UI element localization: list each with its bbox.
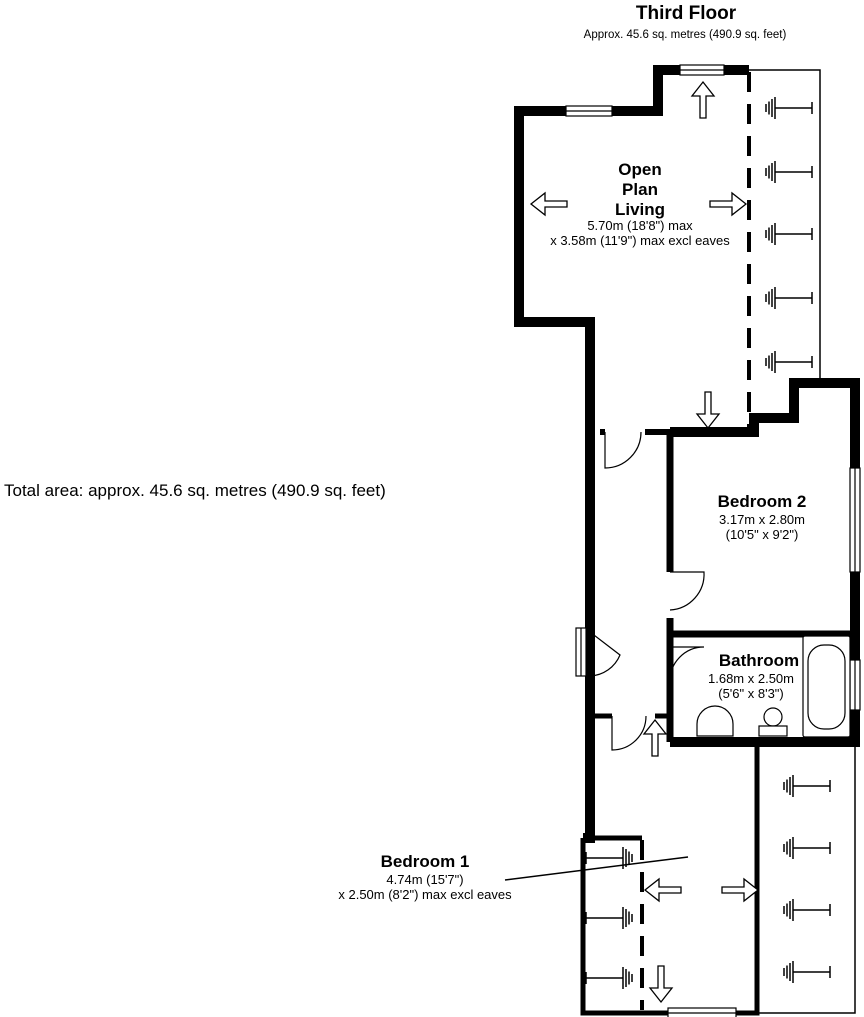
arrow-left-icon	[643, 877, 682, 903]
total-area: Total area: approx. 45.6 sq. metres (490…	[4, 481, 386, 500]
eaves-marker-icon	[765, 351, 813, 373]
living-name: Plan	[622, 180, 658, 199]
bedroom2-dimensions: (10'5" x 9'2")	[725, 527, 799, 542]
doors	[589, 431, 705, 751]
sink	[696, 705, 734, 737]
bedroom2-dimensions: 3.17m x 2.80m	[719, 512, 805, 527]
bedroom1-leader-line	[504, 856, 689, 881]
living-eaves-outline	[749, 69, 821, 383]
bedroom1-dimensions: 4.74m (15'7")	[386, 872, 464, 887]
eaves-dashed-lines	[640, 72, 759, 1010]
arrow-right-icon	[709, 191, 748, 217]
bathroom-name: Bathroom	[718, 651, 800, 670]
bathroom-dimensions: 1.68m x 2.50m	[708, 671, 794, 686]
arrows	[529, 80, 760, 1004]
bedroom1-name: Bedroom 1	[380, 852, 470, 871]
living-dimensions: 5.70m (18'8") max	[587, 218, 693, 233]
arrow-right-icon	[721, 877, 760, 903]
bedroom1-door	[611, 715, 647, 751]
arrow-up-icon	[690, 80, 716, 119]
toilet	[763, 707, 783, 727]
eaves-marker-icon	[783, 837, 831, 859]
arrow-up-icon	[642, 718, 668, 757]
bedroom2-door	[669, 571, 705, 611]
eaves-marker-icon	[585, 967, 633, 989]
arrow-left-icon	[529, 191, 568, 217]
eaves-marker-icon	[783, 899, 831, 921]
eaves-markers	[585, 97, 831, 989]
windows	[565, 64, 861, 1017]
arrow-down-icon	[695, 391, 721, 430]
eaves-marker-icon	[765, 161, 813, 183]
eaves-marker-icon	[783, 775, 831, 797]
bathroom-fixtures	[696, 635, 851, 738]
arrow-down-icon	[648, 965, 674, 1004]
eaves-marker-icon	[765, 97, 813, 119]
living-name: Open	[618, 160, 662, 179]
eaves-marker-icon	[585, 847, 633, 869]
floor-area: Approx. 45.6 sq. metres (490.9 sq. feet)	[583, 29, 787, 41]
corridor-door	[589, 631, 621, 677]
bathroom-door	[669, 646, 705, 683]
eaves-marker-icon	[585, 907, 633, 929]
living-name: Living	[614, 200, 666, 219]
bedroom1-dimensions: x 2.50m (8'2") max excl eaves	[338, 887, 512, 902]
bathroom-dimensions: (5'6" x 8'3")	[718, 686, 784, 701]
eaves	[582, 69, 856, 1014]
eaves-marker-icon	[765, 223, 813, 245]
living-dimensions: x 3.58m (11'9") max excl eaves	[550, 233, 730, 248]
floor-title: Third Floor	[635, 3, 737, 24]
bedroom2-name: Bedroom 2	[717, 492, 807, 511]
bedroom1-wall	[580, 742, 760, 1016]
eaves-marker-icon	[783, 961, 831, 983]
living-door	[604, 431, 642, 469]
eaves-marker-icon	[765, 287, 813, 309]
bedroom1-eaves-outline	[757, 741, 856, 1014]
living-outer-wall	[514, 65, 749, 432]
